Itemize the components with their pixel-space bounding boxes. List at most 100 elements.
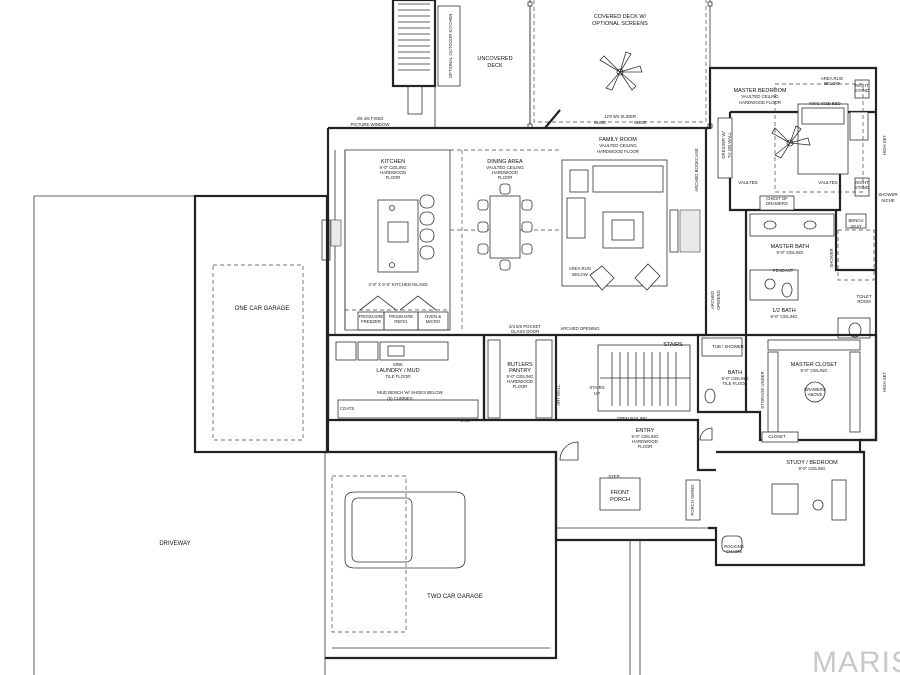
- svg-text:BELOW: BELOW: [824, 81, 840, 86]
- svg-text:9'-0" CEILING: 9'-0" CEILING: [380, 165, 408, 170]
- svg-text:FRIGIDAIRE: FRIGIDAIRE: [359, 314, 384, 319]
- svg-text:9'-0" CEILING: 9'-0" CEILING: [632, 434, 660, 439]
- master-closet: MASTER CLOSET 9'-0" CEILING DRAWERS ABOV…: [746, 333, 887, 443]
- svg-text:STAND: STAND: [855, 185, 869, 190]
- watermark: MARIS: [812, 646, 900, 675]
- svg-text:NIGHT: NIGHT: [855, 180, 869, 185]
- dining-chairs: [477, 183, 533, 271]
- svg-text:12'0 8/0 SLIDER: 12'0 8/0 SLIDER: [604, 114, 636, 119]
- svg-text:9'-0" CEILING: 9'-0" CEILING: [777, 250, 805, 255]
- svg-text:HARDWOOD FLOOR: HARDWOOD FLOOR: [597, 149, 639, 154]
- svg-text:FLOOR: FLOOR: [386, 175, 401, 180]
- svg-text:REFIG: REFIG: [394, 319, 408, 324]
- svg-text:SINK: SINK: [393, 362, 403, 367]
- svg-text:9'-0" CEILING: 9'-0" CEILING: [801, 368, 829, 373]
- svg-text:FRONT: FRONT: [611, 490, 631, 496]
- svg-text:MASTER BEDROOM: MASTER BEDROOM: [734, 88, 787, 94]
- svg-text:BENCH: BENCH: [848, 218, 863, 223]
- svg-text:HARDWOOD: HARDWOOD: [507, 379, 533, 384]
- svg-text:4'-0" X 9'-0" KITCHEN ISLAND: 4'-0" X 9'-0" KITCHEN ISLAND: [368, 282, 427, 287]
- svg-text:BUTLERS: BUTLERS: [507, 362, 533, 368]
- svg-text:FLOOR: FLOOR: [513, 384, 528, 389]
- svg-text:KING SIZE BED: KING SIZE BED: [809, 101, 840, 106]
- svg-text:PENDANT: PENDANT: [773, 268, 794, 273]
- svg-text:UP: UP: [594, 391, 600, 396]
- svg-text:STEP: STEP: [608, 474, 619, 479]
- svg-text:STORAGE UNDER: STORAGE UNDER: [760, 371, 765, 408]
- svg-text:9'-0" CEILING: 9'-0" CEILING: [799, 466, 827, 471]
- svg-text:OPENING: OPENING: [716, 289, 721, 309]
- svg-text:AREA RUG: AREA RUG: [569, 266, 592, 271]
- svg-text:9'-0" CEILING: 9'-0" CEILING: [507, 374, 535, 379]
- svg-text:SEAT: SEAT: [851, 224, 862, 229]
- svg-text:VAULTED: VAULTED: [818, 180, 837, 185]
- svg-text:HARDWOOD: HARDWOOD: [492, 170, 518, 175]
- svg-text:NIGHT: NIGHT: [855, 83, 869, 88]
- master-bedroom: MASTER BEDROOM VAULTED CEILING HARDWOOD …: [717, 76, 887, 212]
- svg-text:HIGH SET: HIGH SET: [882, 134, 887, 155]
- svg-text:VAULTED: VAULTED: [738, 180, 757, 185]
- dining-area: DINING AREA VAULTED CEILING HARDWOOD FLO…: [450, 149, 560, 330]
- svg-text:BATH: BATH: [728, 370, 742, 376]
- kitchen: KITCHEN 9'-0" CEILING HARDWOOD FLOOR 4'-…: [330, 116, 451, 335]
- master-bath: MASTER BATH 9'-0" CEILING PENDANT 1/2 BA…: [710, 192, 898, 339]
- svg-text:TILE FLOOR: TILE FLOOR: [385, 374, 410, 379]
- svg-text:VAULTED CEILING: VAULTED CEILING: [599, 143, 637, 148]
- svg-text:TUB / SHOWER: TUB / SHOWER: [712, 344, 744, 349]
- driveway-area: [33, 195, 326, 675]
- svg-text:KITCHEN: KITCHEN: [381, 159, 405, 165]
- front-porch: FRONT PORCH PORCH SWING: [599, 477, 701, 675]
- bar-stools: [419, 194, 435, 260]
- ceiling-fan-icon: [771, 125, 811, 159]
- svg-text:SLIDE: SLIDE: [634, 120, 647, 125]
- svg-text:ENTRY: ENTRY: [636, 428, 655, 434]
- svg-text:COATS: COATS: [340, 406, 355, 411]
- svg-text:ROOM: ROOM: [857, 299, 871, 304]
- svg-text:DINING AREA: DINING AREA: [487, 159, 523, 165]
- svg-text:STAIRS: STAIRS: [589, 385, 604, 390]
- svg-text:PICTURE WINDOW: PICTURE WINDOW: [351, 122, 391, 127]
- stairs: STAIRS STAIRS UP OPEN RAILING ARCHED OPE…: [560, 326, 691, 421]
- svg-text:STAND: STAND: [855, 88, 869, 93]
- svg-text:OPEN RAILING: OPEN RAILING: [617, 416, 648, 421]
- svg-text:ARCHED BOOKCASE: ARCHED BOOKCASE: [694, 148, 699, 192]
- svg-text:4/6 4/6 FIXED: 4/6 4/6 FIXED: [357, 116, 384, 121]
- svg-text:SLIDE: SLIDE: [594, 120, 607, 125]
- svg-text:PORCH: PORCH: [610, 497, 630, 503]
- svg-text:HARDWOOD FLOOR: HARDWOOD FLOOR: [739, 100, 781, 105]
- svg-text:TV ON WALL: TV ON WALL: [727, 131, 732, 157]
- svg-text:DECK: DECK: [487, 63, 503, 69]
- svg-text:ABOVE: ABOVE: [808, 392, 823, 397]
- svg-text:VAULTED CEILING: VAULTED CEILING: [741, 94, 779, 99]
- svg-text:DRESSER W/: DRESSER W/: [721, 131, 726, 159]
- two-car-garage-label: TWO CAR GARAGE: [427, 594, 483, 600]
- svg-text:CLOSET: CLOSET: [768, 434, 786, 439]
- svg-text:COVERED DECK W/: COVERED DECK W/: [594, 14, 647, 20]
- entry: ENTRY 9'-0" CEILING HARDWOOD FLOOR STEP: [556, 418, 716, 479]
- svg-text:FREEZER: FREEZER: [361, 319, 381, 324]
- laundry-mud: LAUNDRY / MUD TILE FLOOR SINK MUD BENCH …: [326, 324, 541, 423]
- svg-text:HARDWOOD: HARDWOOD: [380, 170, 406, 175]
- svg-text:CHEST OF: CHEST OF: [766, 196, 788, 201]
- svg-text:1/2 BATH: 1/2 BATH: [772, 308, 795, 314]
- svg-text:TOILET: TOILET: [857, 294, 872, 299]
- svg-text:STAIRS: STAIRS: [663, 342, 683, 348]
- svg-text:PANTRY: PANTRY: [509, 368, 531, 374]
- svg-text:MASTER BATH: MASTER BATH: [771, 244, 810, 250]
- study-bedroom: STUDY / BEDROOM 9'-0" CEILING ROCKING CH…: [716, 450, 864, 554]
- svg-text:2/4 8/0 POCKET: 2/4 8/0 POCKET: [509, 324, 541, 329]
- svg-text:STEP: STEP: [460, 418, 471, 423]
- svg-text:GLASS DOOR: GLASS DOOR: [511, 329, 539, 334]
- svg-text:DRAWERS: DRAWERS: [804, 387, 826, 392]
- butlers-pantry: BUTLERS PANTRY 9'-0" CEILING HARDWOOD FL…: [482, 335, 561, 422]
- svg-text:VAULTED CEILING: VAULTED CEILING: [486, 165, 524, 170]
- svg-text:OPTIONAL SCREENS: OPTIONAL SCREENS: [592, 21, 648, 27]
- stair-down-deck: [391, 0, 437, 115]
- svg-text:ARCHED: ARCHED: [710, 291, 715, 309]
- svg-text:PORCH SWING: PORCH SWING: [690, 484, 695, 516]
- bath: TUB / SHOWER BATH 9'-0" CEILING TILE FLO…: [696, 333, 749, 414]
- svg-text:NICHE: NICHE: [881, 198, 895, 203]
- svg-text:TILE FLOOR: TILE FLOOR: [722, 381, 747, 386]
- svg-text:FLOOR: FLOOR: [638, 444, 653, 449]
